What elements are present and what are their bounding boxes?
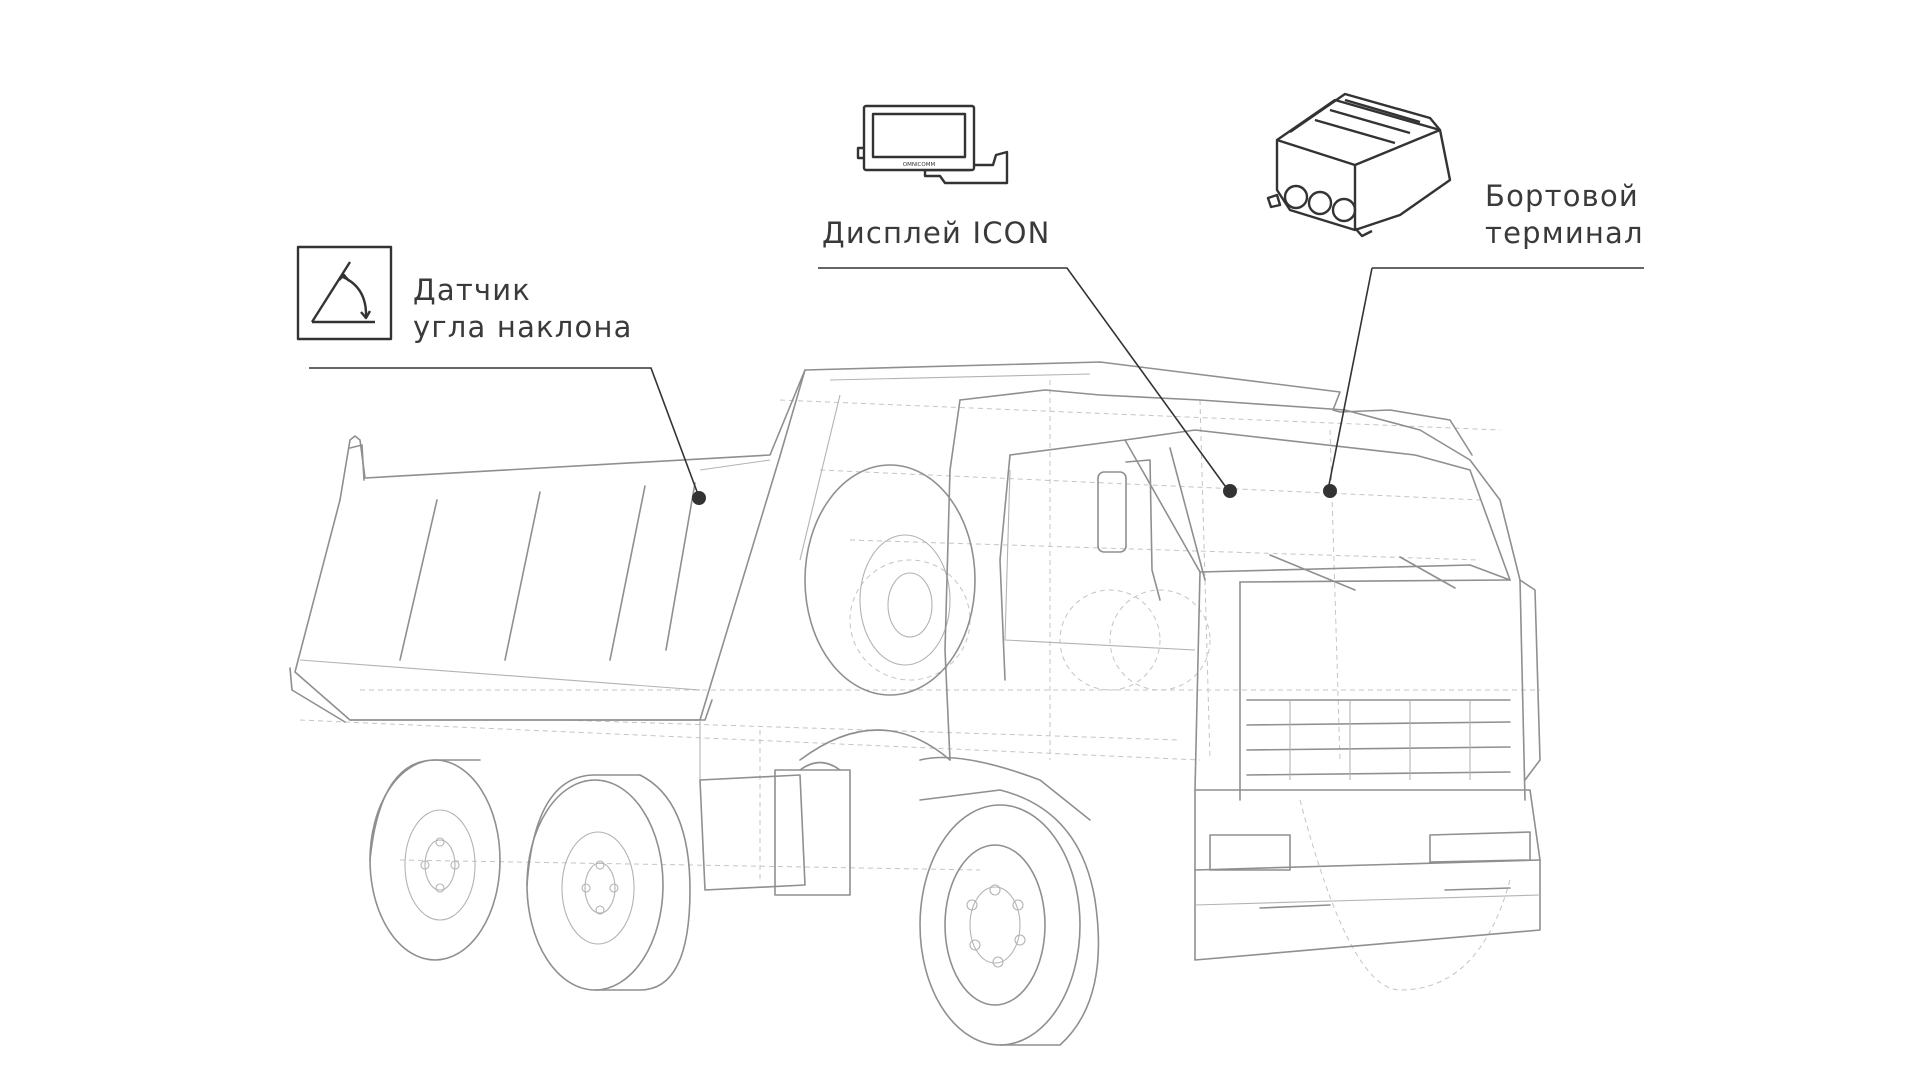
display-label: Дисплей ICON [822, 215, 1051, 252]
dump-truck-illustration [289, 361, 1541, 1046]
display-marker [1223, 484, 1237, 498]
display-label-line1: Дисплей ICON [822, 216, 1051, 250]
terminal-marker [1323, 484, 1337, 498]
tilt-sensor-label-line2: угла наклона [413, 310, 633, 344]
tilt-angle-sensor-icon [296, 245, 393, 341]
display-icon: OMNICOMM [856, 104, 1009, 185]
terminal-label-line2: терминал [1485, 216, 1644, 250]
tilt-sensor-marker [692, 491, 706, 505]
leader-lines [309, 267, 1644, 498]
display-brand: OMNICOMM [903, 162, 936, 168]
tilt-sensor-label-line1: Датчик [413, 273, 532, 307]
terminal-label: Бортовой терминал [1485, 178, 1644, 252]
terminal-label-line1: Бортовой [1485, 179, 1639, 213]
onboard-terminal-icon [1266, 92, 1452, 238]
tilt-sensor-label: Датчик угла наклона [413, 272, 633, 346]
